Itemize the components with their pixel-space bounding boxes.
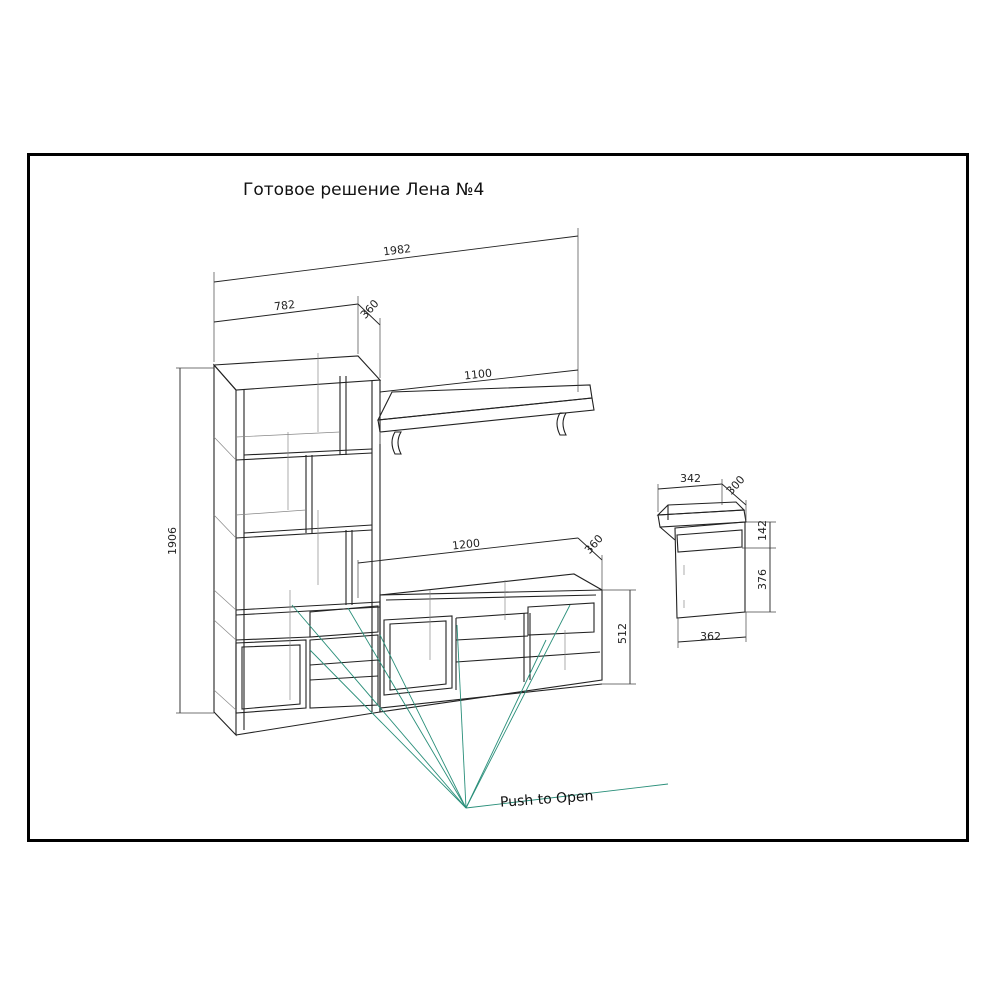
- drawer-detail: [656, 501, 747, 619]
- dim-tv-depth: 360: [582, 532, 606, 556]
- dim-total-width: 1982: [382, 242, 411, 258]
- dim-drawer-width-bottom: 362: [700, 630, 721, 643]
- dim-drawer-width-top: 342: [680, 472, 701, 485]
- tv-stand: [379, 573, 603, 713]
- dim-left-depth: 360: [358, 297, 382, 321]
- dim-drawer-body-h: 376: [756, 569, 769, 590]
- dim-tv-width: 1200: [451, 537, 480, 553]
- dimension-labels: 1982 782 360 1906 1100 1200 360 512 342 …: [166, 242, 769, 644]
- drawing-title: Готовое решение Лена №4: [243, 180, 485, 200]
- dim-drawer-front-h: 142: [756, 520, 769, 541]
- drawing-frame: [27, 153, 969, 842]
- dim-drawer-depth: 300: [724, 473, 748, 497]
- wall-shelf: [377, 384, 595, 455]
- dimension-lines: [176, 228, 776, 714]
- push-to-open-callout: Push to Open: [291, 604, 669, 811]
- push-to-open-label: Push to Open: [500, 788, 594, 810]
- tall-cabinet: [212, 353, 382, 737]
- dim-tv-height: 512: [616, 623, 629, 644]
- dim-shelf-width: 1100: [463, 367, 492, 383]
- dim-height: 1906: [166, 527, 179, 555]
- dim-left-width: 782: [273, 298, 295, 313]
